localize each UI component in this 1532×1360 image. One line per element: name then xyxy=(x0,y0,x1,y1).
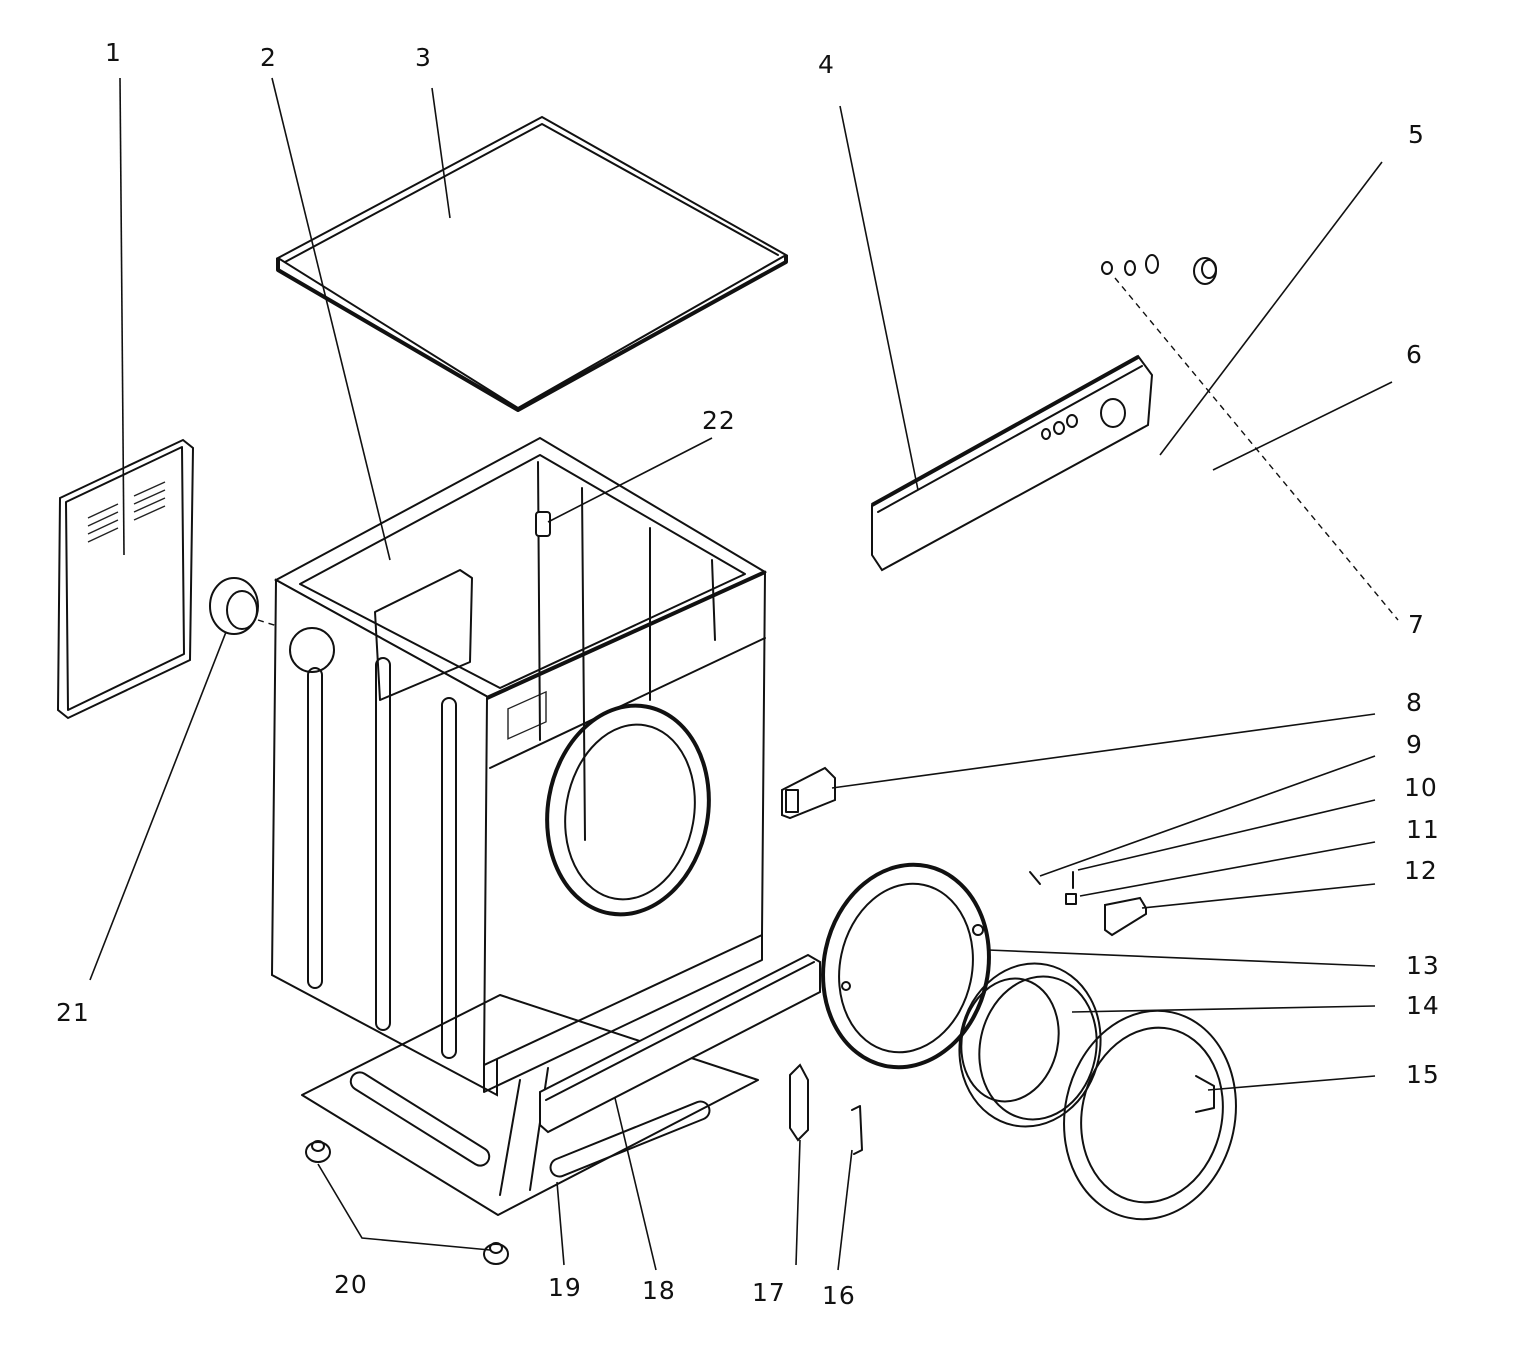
part-3-top-cover xyxy=(276,115,789,412)
part-9-11-screws xyxy=(1029,871,1077,905)
part-1-back-panel xyxy=(56,438,195,720)
part-12-hinge xyxy=(1104,896,1147,937)
label-part-5: 5 xyxy=(1408,120,1425,149)
label-part-22: 22 xyxy=(702,406,736,435)
part-13-door-ring xyxy=(821,862,991,1070)
label-part-9: 9 xyxy=(1406,730,1423,759)
label-part-13: 13 xyxy=(1406,951,1440,980)
label-part-20: 20 xyxy=(334,1270,368,1299)
label-part-4: 4 xyxy=(818,50,835,79)
label-part-18: 18 xyxy=(642,1276,676,1305)
leader-lines xyxy=(89,77,1393,1271)
label-part-12: 12 xyxy=(1404,856,1438,885)
part-14-door-glass xyxy=(958,962,1102,1128)
part-17-handle xyxy=(789,1063,809,1142)
label-part-19: 19 xyxy=(548,1273,582,1302)
part-15-door-frame xyxy=(1063,1009,1237,1221)
part-16-latch xyxy=(851,1105,863,1155)
label-part-6: 6 xyxy=(1406,340,1423,369)
part-21-inlet-fitting xyxy=(209,577,291,635)
label-part-17: 17 xyxy=(752,1278,786,1307)
label-part-21: 21 xyxy=(56,998,90,1027)
part-6-knob xyxy=(1193,257,1217,285)
label-part-16: 16 xyxy=(822,1281,856,1310)
label-part-14: 14 xyxy=(1406,991,1440,1020)
label-part-15: 15 xyxy=(1406,1060,1440,1089)
label-part-2: 2 xyxy=(260,43,277,72)
label-part-8: 8 xyxy=(1406,688,1423,717)
part-22-bracket xyxy=(535,511,551,537)
label-part-10: 10 xyxy=(1404,773,1438,802)
part-4-control-panel xyxy=(871,354,1154,572)
label-part-1: 1 xyxy=(105,38,122,67)
label-part-11: 11 xyxy=(1406,815,1440,844)
part-5-buttons xyxy=(1101,254,1399,621)
part-18-plinth xyxy=(539,953,821,1134)
label-part-3: 3 xyxy=(415,43,432,72)
part-8-door-lock xyxy=(781,766,836,820)
part-20-feet xyxy=(305,1140,509,1265)
part-2-cabinet xyxy=(270,436,768,1097)
label-part-7: 7 xyxy=(1408,610,1425,639)
